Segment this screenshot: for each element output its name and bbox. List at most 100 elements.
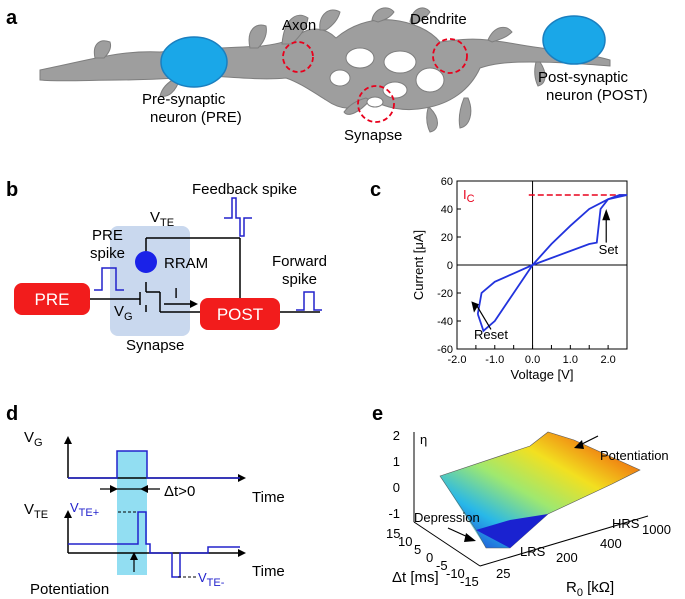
current-arrow [164,300,198,308]
synapse-region [110,226,190,336]
x-axis-label: Voltage [V] [511,367,574,382]
iv-curve [476,264,533,315]
axon-highlight [282,41,314,73]
feedback-spike [224,197,252,237]
hrs-label: HRS [612,516,640,531]
forward-label-2: spike [282,271,317,288]
panel-b-letter: b [6,179,18,201]
post-box [200,298,280,330]
y-tick-label: 0 [447,260,453,272]
dt-tick-5: 5 [414,542,421,557]
potentiation-arrowhead-d [130,552,138,560]
post-label-2: neuron (POST) [546,87,648,104]
y-tick-label: 40 [441,204,453,216]
dendrite-label: Dendrite [410,11,467,28]
r0-tick-25: 25 [496,566,510,581]
dt-label-d: Δt>0 [164,483,195,500]
circuit-wires [90,237,320,313]
surface-dip [476,514,548,548]
post-soma [542,15,606,65]
pre-label-1: Pre-synaptic [142,91,226,108]
x-tick-label: -1.0 [485,354,504,366]
post-box-label: POST [217,305,263,324]
vte-label-d: VTE [24,501,48,521]
dt-tick-15: 15 [386,526,400,541]
neuron-holes [329,47,445,108]
depression-label-e: Depression [414,510,480,525]
timing-window [117,451,147,575]
vte-label-b: VTE [150,209,174,229]
z-tick-0: 0 [393,480,400,495]
vte-minus-label: VTE- [198,570,225,589]
panel-c-letter: c [370,179,381,201]
pre-soma [160,36,228,88]
dt-arrow-right [140,485,148,493]
depression-arrowhead-e [464,533,476,542]
vte-axis-arrow [64,510,72,518]
panel-d: d VG VTE Time Time Δt>0 VTE+ VTE- [6,403,285,598]
vg-time-arrow [238,474,246,482]
lrs-label: LRS [520,544,546,559]
dt-arrow-left [110,485,118,493]
vg-label-d: VG [24,429,43,449]
eta-label: η [420,432,427,447]
reset-label: Reset [474,327,508,342]
pre-spike-label-2: spike [90,245,125,262]
panel-e-letter: e [372,403,383,425]
forward-spike [296,291,322,311]
y-tick-label: 20 [441,232,453,244]
dt-axis-label: Δt [ms] [392,569,439,586]
vg-axes [67,442,240,479]
z-tick-m1: -1 [388,506,400,521]
reset-arrowhead [471,301,479,313]
pre-label-2: neuron (PRE) [150,109,242,126]
axon-label: Axon [282,17,316,34]
rram-element [135,251,157,273]
r0-tick-200: 200 [556,550,578,565]
y-tick-label: 60 [441,176,453,188]
y-tick-label: -40 [437,316,453,328]
reset-arrow [475,303,492,330]
dt-tick-m15: -15 [460,574,479,589]
dt-tick-m10: -10 [446,566,465,581]
potentiation-label-e: Potentiation [600,448,669,463]
rram-label: RRAM [164,255,208,272]
iv-curve [476,264,534,333]
dendrite-highlight [432,38,468,74]
vte-pulse [68,511,240,578]
pre-box [14,283,90,315]
panel-d-letter: d [6,403,18,425]
r0-axis-label: R0 [kΩ] [566,579,614,599]
x-tick-label: 2.0 [600,354,615,366]
vg-label-b: VG [114,303,133,323]
surface-shadow [440,476,486,548]
y-axis-label: Current [μA] [411,230,426,300]
time-label-1: Time [252,489,285,506]
z-tick-1: 1 [393,454,400,469]
pre-box-label: PRE [35,290,70,309]
dt-tick-m5: -5 [436,558,448,573]
time-label-2: Time [252,563,285,580]
synapse-label-b: Synapse [126,337,184,354]
pre-spike [94,267,124,291]
pre-spike-label-1: PRE [92,227,123,244]
dt-tick-0: 0 [426,550,433,565]
r0-tick-400: 400 [600,536,622,551]
panel-a: a [6,7,648,144]
current-label: I [174,285,178,302]
e-axes [413,432,649,567]
feedback-label: Feedback spike [192,181,297,198]
panel-b: b PRE POST [6,179,327,354]
synapse-highlight [357,85,395,123]
ic-label: IC [463,187,475,205]
x-tick-label: -2.0 [448,354,467,366]
vg-pulse [68,450,240,479]
y-tick-label: -60 [437,344,453,356]
vg-axis-arrow [64,436,72,444]
iv-curve [531,194,628,266]
z-tick-2: 2 [393,428,400,443]
post-label-1: Post-synaptic [538,69,629,86]
iv-curve [532,194,627,266]
